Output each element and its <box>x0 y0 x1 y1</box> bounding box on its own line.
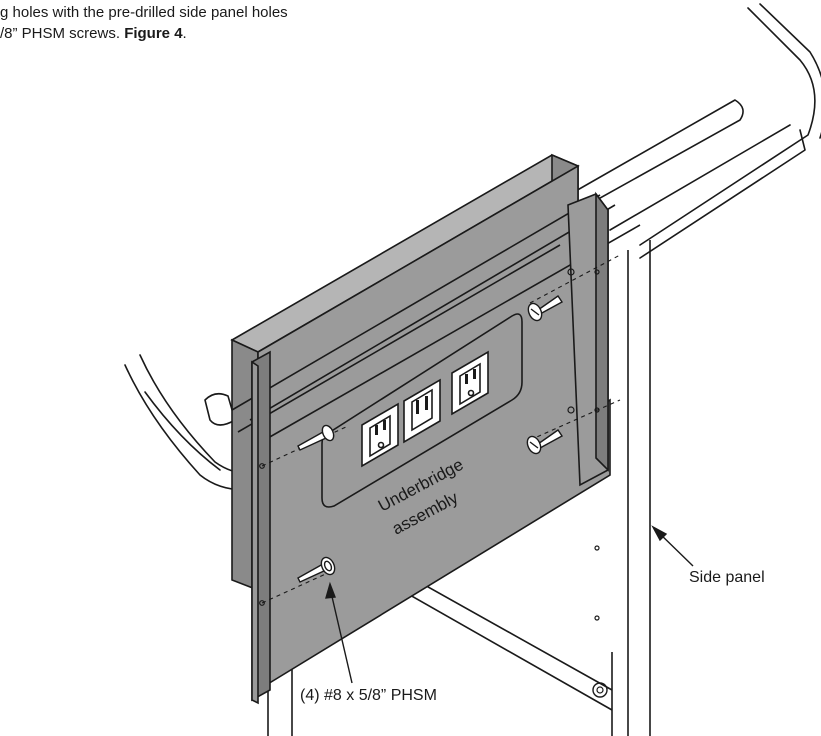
right-bracket-hole-4 <box>594 407 600 413</box>
desk-rail-over-2 <box>249 204 616 421</box>
desk-top-edge <box>639 7 816 246</box>
figure-reference: Figure 4 <box>124 25 183 42</box>
desk-top-edge-inner <box>759 3 821 139</box>
side-panel-hole-1 <box>594 545 600 551</box>
alignment-line-3 <box>529 254 621 304</box>
instruction-line-2: /8” PHSM screws. Figure 4. <box>0 23 288 44</box>
outlet-icon <box>451 350 489 416</box>
screw-icon <box>297 556 336 583</box>
outlet-icon <box>361 402 399 468</box>
instruction-line-2-text: /8” PHSM screws. <box>0 25 121 42</box>
desk-rail-over-1 <box>231 194 601 411</box>
instruction-line-1: g holes with the pre-drilled side panel … <box>0 4 288 21</box>
side-panel-label: Side panel <box>689 569 765 586</box>
side-panel-hole-2 <box>594 615 600 621</box>
screw-icon <box>526 429 564 455</box>
alignment-line-4 <box>529 399 621 441</box>
side-panel-callout-arrowhead <box>651 525 668 542</box>
left-bracket <box>251 350 271 705</box>
usb-port-icon <box>403 378 441 444</box>
screw-callout-line <box>329 587 353 684</box>
desk-front-rail-left <box>204 392 236 426</box>
instruction-period: . <box>182 25 187 42</box>
right-bracket-hole-2 <box>567 406 575 414</box>
right-bracket-hole-3 <box>594 269 600 275</box>
screw-icon <box>527 295 564 322</box>
lower-crossbar-bottom <box>379 577 613 711</box>
left-bracket-hole-1 <box>259 463 265 469</box>
desk-edge-band <box>639 129 806 259</box>
screw-label: (4) #8 x 5/8” PHSM <box>300 687 437 704</box>
desk-rail-upper-1 <box>559 99 744 213</box>
right-bracket-hole-1 <box>567 268 575 276</box>
screw-callout-arrowhead <box>325 581 336 599</box>
screw-icon <box>297 424 335 451</box>
desk-rail-over-3 <box>237 244 561 433</box>
crossbar-bolt <box>592 682 608 698</box>
desk-rail-upper-2 <box>609 124 791 231</box>
left-bracket-hole-2 <box>259 600 265 606</box>
instruction-text: g holes with the pre-drilled side panel … <box>0 2 288 44</box>
desk-front-edge-3 <box>144 391 221 471</box>
